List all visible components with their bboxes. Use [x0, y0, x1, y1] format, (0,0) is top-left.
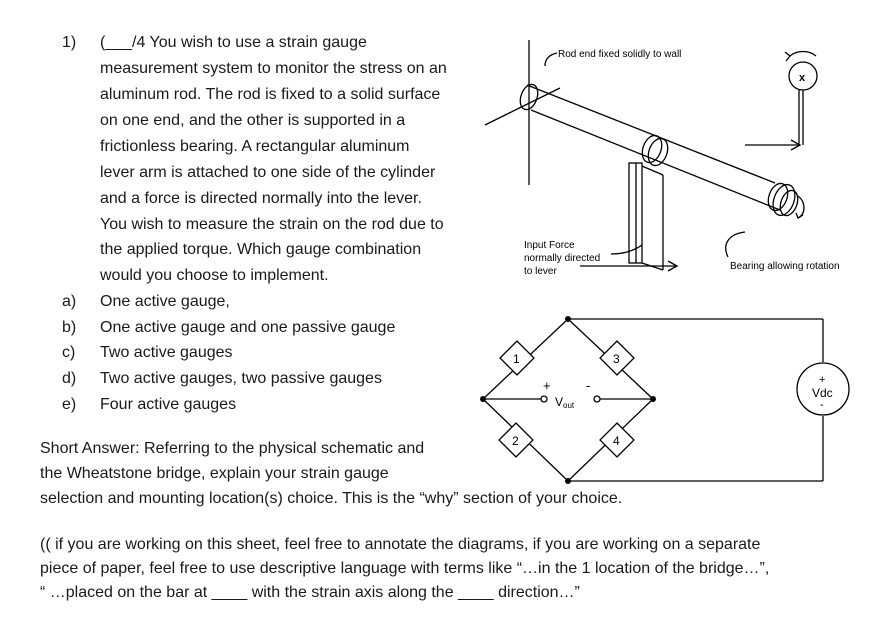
vout-terminal-minus [593, 395, 601, 403]
source-label: Vdc [812, 386, 833, 400]
question-line: the applied torque. Which gauge combinat… [100, 241, 422, 258]
note-line: “ …placed on the bar at ____ with the st… [40, 584, 580, 601]
end-view-x-symbol: x [799, 72, 806, 84]
end-view-rotation-arrow [789, 50, 817, 57]
option-text: Two active gauges, two passive gauges [100, 370, 382, 387]
bearing-ring [779, 189, 799, 217]
rod-edge [526, 84, 776, 184]
bearing-label: Bearing allowing rotation [730, 261, 840, 272]
force-label-line: normally directed [524, 253, 600, 264]
force-label-line: Input Force [524, 240, 575, 251]
option-text: One active gauge and one passive gauge [100, 319, 396, 336]
gauge-4-label: 4 [613, 434, 620, 448]
question-line: You wish to measure the strain on the ro… [100, 216, 444, 233]
lever-arm-edge [641, 165, 664, 176]
option-letter: b) [62, 319, 77, 336]
option-b[interactable]: b) One active gauge and one passive gauge [62, 319, 395, 337]
lever-collar [647, 137, 669, 167]
short-answer-line: Short Answer: Referring to the physical … [40, 440, 425, 457]
end-view-force-arrow-head [790, 139, 802, 151]
bearing-ring [767, 182, 789, 212]
option-text: Four active gauges [100, 396, 237, 413]
gauge-3-label: 3 [613, 352, 620, 366]
dc-source [796, 362, 850, 416]
bridge-node-left [480, 396, 486, 402]
note-line: piece of paper, feel free to use descrip… [40, 560, 770, 577]
gauge-1-label: 1 [513, 352, 520, 366]
bridge-node-right [650, 396, 656, 402]
bearing-label-pointer [725, 231, 746, 258]
fixed-label-pointer [544, 52, 558, 67]
gauge-3-box [599, 340, 635, 376]
gauge-2-box [498, 422, 534, 458]
end-view-rotation-arrow-head [784, 51, 791, 62]
lever-collar [641, 134, 663, 164]
question-line: aluminum rod. The rod is fixed to a soli… [100, 86, 441, 103]
bridge-node-bottom [565, 478, 571, 484]
vout-terminal-plus [540, 395, 548, 403]
gauge-4-box [599, 422, 635, 458]
question-line: would you choose to implement. [100, 267, 329, 284]
source-minus: - [820, 399, 824, 411]
question-header: (___/4 You wish to use a strain gauge [100, 34, 367, 51]
option-e[interactable]: e) Four active gauges [62, 396, 236, 414]
source-plus: + [819, 374, 825, 386]
option-c[interactable]: c) Two active gauges [62, 344, 233, 362]
vout-plus: + [543, 378, 551, 393]
question-line: on one end, and the other is supported i… [100, 112, 406, 129]
fixed-label: Rod end fixed solidly to wall [558, 49, 681, 60]
rod-end [519, 83, 539, 111]
option-d[interactable]: d) Two active gauges, two passive gauges [62, 370, 382, 388]
vout-label: Vout [555, 395, 575, 410]
force-label-pointer [610, 244, 643, 255]
short-answer-line: selection and mounting location(s) choic… [40, 490, 623, 507]
force-label-line: to lever [524, 266, 557, 277]
option-letter: c) [62, 344, 76, 361]
force-arrow-head [667, 260, 679, 272]
gauge-1-box [499, 340, 535, 376]
rotation-arrow-head [795, 212, 804, 219]
bridge-node-top [565, 316, 571, 322]
bearing-ring [772, 183, 796, 217]
option-letter: e) [62, 396, 77, 413]
question-number: 1) [62, 34, 77, 51]
gauge-2-label: 2 [512, 434, 519, 448]
question-line: and a force is directed normally into th… [100, 190, 422, 207]
question-line: lever arm is attached to one side of the… [100, 164, 436, 181]
option-a[interactable]: a) One active gauge, [62, 293, 230, 311]
option-letter: a) [62, 293, 77, 310]
short-answer-line: the Wheatstone bridge, explain your stra… [40, 465, 389, 482]
option-letter: d) [62, 370, 77, 387]
question-line: measurement system to monitor the stress… [100, 60, 447, 77]
option-text: One active gauge, [100, 293, 230, 310]
option-text: Two active gauges [100, 344, 233, 361]
note-line: (( if you are working on this sheet, fee… [40, 536, 761, 553]
wall-line [484, 87, 561, 126]
vout-minus: - [586, 378, 590, 393]
question-line: frictionless bearing. A rectangular alum… [100, 138, 410, 155]
